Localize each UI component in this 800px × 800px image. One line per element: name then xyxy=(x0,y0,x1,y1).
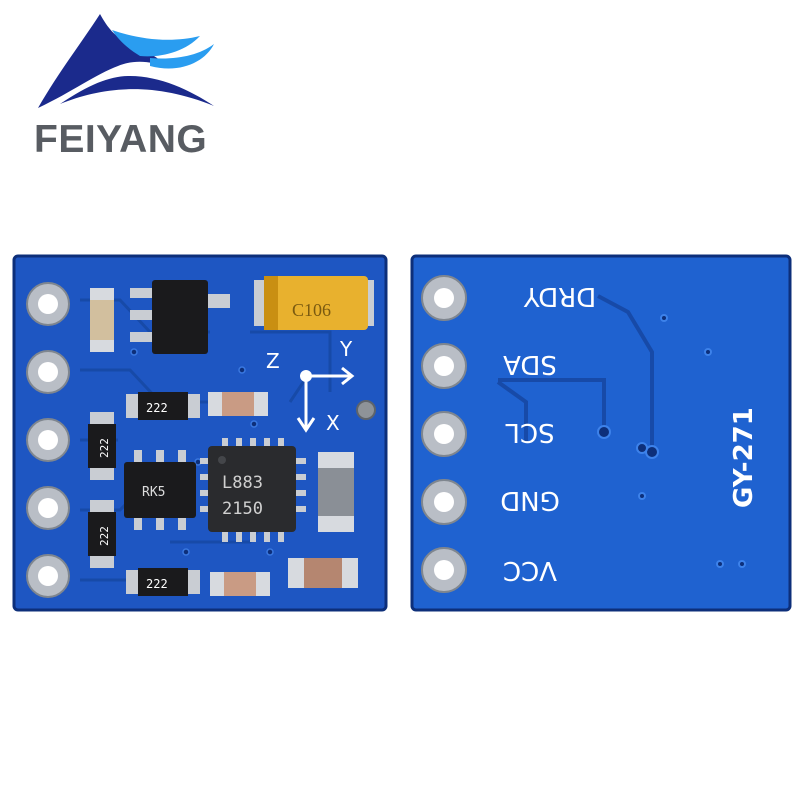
axis-marker xyxy=(296,366,355,433)
resistor-bottom: 222 xyxy=(126,568,200,596)
resistor-label: 222 xyxy=(98,526,111,546)
logo-sky-swoosh xyxy=(150,44,214,69)
pin-hole xyxy=(26,486,70,530)
pin-holes-back xyxy=(421,275,467,593)
resistor-left-upper: 222 xyxy=(88,412,116,480)
board-front: C106 Z Y X 222 222 222 222 xyxy=(12,254,388,612)
pin-hole xyxy=(26,554,70,598)
pin-hole xyxy=(421,547,467,593)
pin-label-scl: SCL xyxy=(505,417,555,447)
vias-back xyxy=(597,314,746,568)
brand-logo xyxy=(38,14,214,108)
pin-label-vcc: VCC xyxy=(503,555,557,585)
resistor-label: 222 xyxy=(146,401,168,415)
chip-label-line2: 2150 xyxy=(222,499,263,519)
ceramic-cap-3 xyxy=(210,572,270,596)
axis-z-label: Z xyxy=(266,349,280,373)
resistor-label: 222 xyxy=(146,577,168,591)
ceramic-cap-2 xyxy=(208,392,268,416)
pin-hole xyxy=(421,275,467,321)
z-axis-dot xyxy=(300,370,312,382)
ceramic-cap-5 xyxy=(318,452,354,532)
logo-navy-swoosh xyxy=(60,76,214,106)
resistor-left-lower: 222 xyxy=(88,500,116,568)
sensor-chip: L883 2150 xyxy=(200,438,306,542)
brand-name: FEIYANG xyxy=(34,118,208,161)
pin-hole xyxy=(421,411,467,457)
pin-hole xyxy=(26,418,70,462)
logo-navy-wave xyxy=(38,14,168,108)
pin-hole xyxy=(26,350,70,394)
pin-holes-front xyxy=(26,282,70,598)
pin-hole xyxy=(421,343,467,389)
capacitor-label: C106 xyxy=(292,300,331,320)
ceramic-cap-1 xyxy=(90,288,114,352)
pin-label-sda: SDA xyxy=(503,349,557,379)
board-back: DRDY SDA SCL GND VCC GY-271 xyxy=(410,254,792,612)
pin-labels: DRDY SDA SCL GND VCC xyxy=(500,281,596,585)
axis-y-label: Y xyxy=(339,337,353,361)
small-ic: RK5 xyxy=(124,450,196,530)
pin-hole xyxy=(421,479,467,525)
chip-label-line1: L883 xyxy=(222,473,263,493)
pin-hole xyxy=(26,282,70,326)
voltage-regulator xyxy=(130,280,230,354)
pin-label-gnd: GND xyxy=(500,485,560,515)
mounting-dot xyxy=(356,400,376,420)
ceramic-cap-4 xyxy=(288,558,358,588)
tantalum-capacitor: C106 xyxy=(254,276,374,330)
small-ic-label: RK5 xyxy=(142,485,165,500)
axis-x-label: X xyxy=(326,411,340,435)
resistor-top: 222 xyxy=(126,392,200,420)
logo-sky-wave xyxy=(112,30,200,57)
model-label: GY-271 xyxy=(729,407,759,508)
traces-back xyxy=(496,294,654,452)
resistor-label: 222 xyxy=(98,438,111,458)
pin-label-drdy: DRDY xyxy=(524,281,597,311)
